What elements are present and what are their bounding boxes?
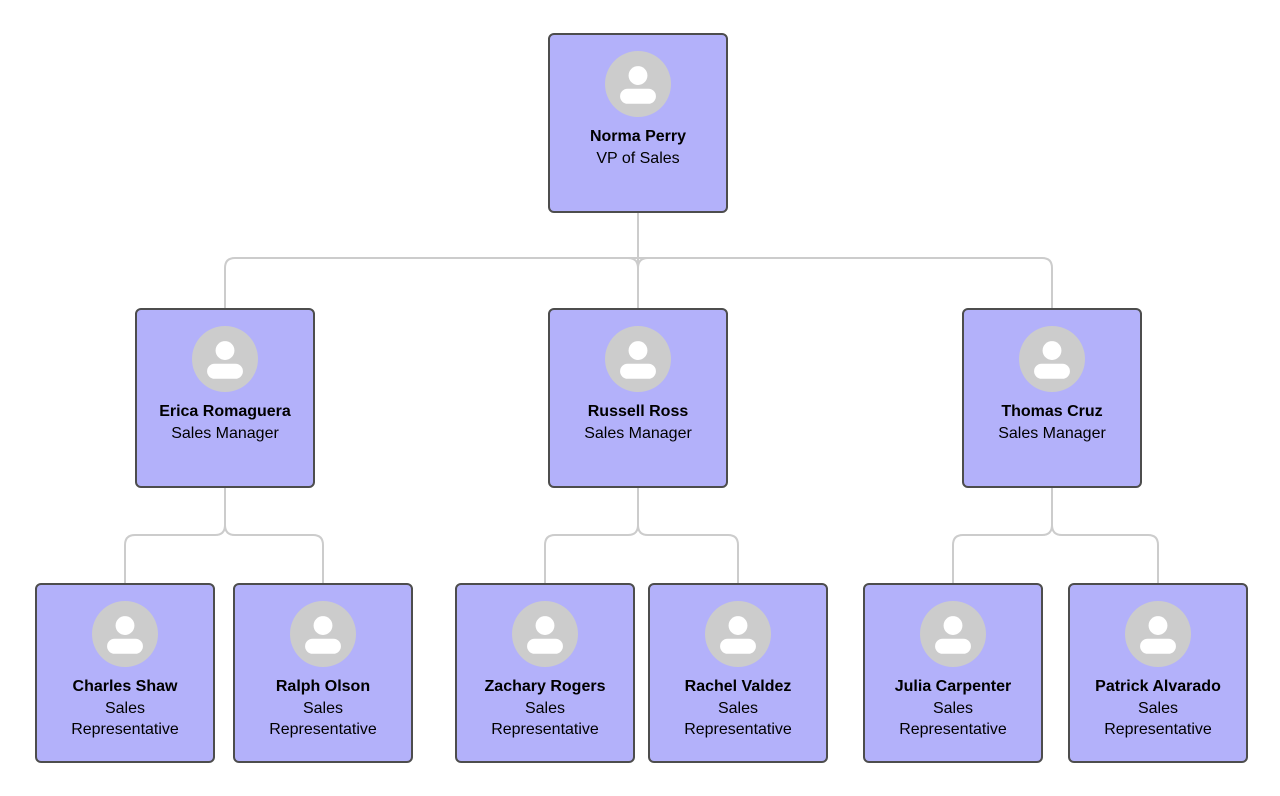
person-icon	[620, 341, 656, 379]
person-icon	[1034, 341, 1070, 379]
employee-title: VP of Sales	[596, 149, 680, 167]
employee-name: Russell Ross	[587, 403, 689, 420]
employee-name: Erica Romaguera	[159, 403, 291, 420]
employee-title: Sales Representative	[1104, 699, 1212, 739]
org-node-zachary-rogers[interactable]: Zachary Rogers Sales Representative	[455, 583, 635, 763]
avatar	[920, 601, 986, 667]
person-icon	[305, 616, 341, 654]
org-node-rachel-valdez[interactable]: Rachel Valdez Sales Representative	[648, 583, 828, 763]
employee-title: Sales Manager	[171, 424, 279, 442]
avatar	[512, 601, 578, 667]
avatar	[605, 326, 671, 392]
avatar	[290, 601, 356, 667]
employee-name: Patrick Alvarado	[1095, 678, 1221, 695]
employee-title: Sales Representative	[899, 699, 1007, 739]
employee-title: Sales Manager	[584, 424, 692, 442]
person-icon	[1140, 616, 1176, 654]
employee-name: Zachary Rogers	[484, 678, 606, 695]
employee-name: Rachel Valdez	[684, 678, 792, 695]
employee-name: Thomas Cruz	[1001, 403, 1103, 420]
org-node-patrick-alvarado[interactable]: Patrick Alvarado Sales Representative	[1068, 583, 1248, 763]
employee-name: Julia Carpenter	[894, 678, 1012, 695]
avatar	[192, 326, 258, 392]
person-icon	[207, 341, 243, 379]
org-node-russell-ross[interactable]: Russell Ross Sales Manager	[548, 308, 728, 488]
employee-title: Sales Representative	[269, 699, 377, 739]
employee-title: Sales Representative	[71, 699, 179, 739]
employee-title: Sales Representative	[684, 699, 792, 739]
employee-title: Sales Representative	[491, 699, 599, 739]
org-node-ralph-olson[interactable]: Ralph Olson Sales Representative	[233, 583, 413, 763]
person-icon	[935, 616, 971, 654]
avatar	[705, 601, 771, 667]
avatar	[605, 51, 671, 117]
person-icon	[620, 66, 656, 104]
person-icon	[107, 616, 143, 654]
employee-name: Norma Perry	[589, 128, 687, 145]
avatar	[1125, 601, 1191, 667]
org-node-erica-romaguera[interactable]: Erica Romaguera Sales Manager	[135, 308, 315, 488]
employee-name: Charles Shaw	[72, 678, 178, 695]
org-node-norma-perry[interactable]: Norma Perry VP of Sales	[548, 33, 728, 213]
employee-name: Ralph Olson	[275, 678, 371, 695]
org-node-thomas-cruz[interactable]: Thomas Cruz Sales Manager	[962, 308, 1142, 488]
employee-title: Sales Manager	[998, 424, 1106, 442]
avatar	[92, 601, 158, 667]
avatar	[1019, 326, 1085, 392]
person-icon	[527, 616, 563, 654]
person-icon	[720, 616, 756, 654]
org-node-julia-carpenter[interactable]: Julia Carpenter Sales Representative	[863, 583, 1043, 763]
org-node-charles-shaw[interactable]: Charles Shaw Sales Representative	[35, 583, 215, 763]
